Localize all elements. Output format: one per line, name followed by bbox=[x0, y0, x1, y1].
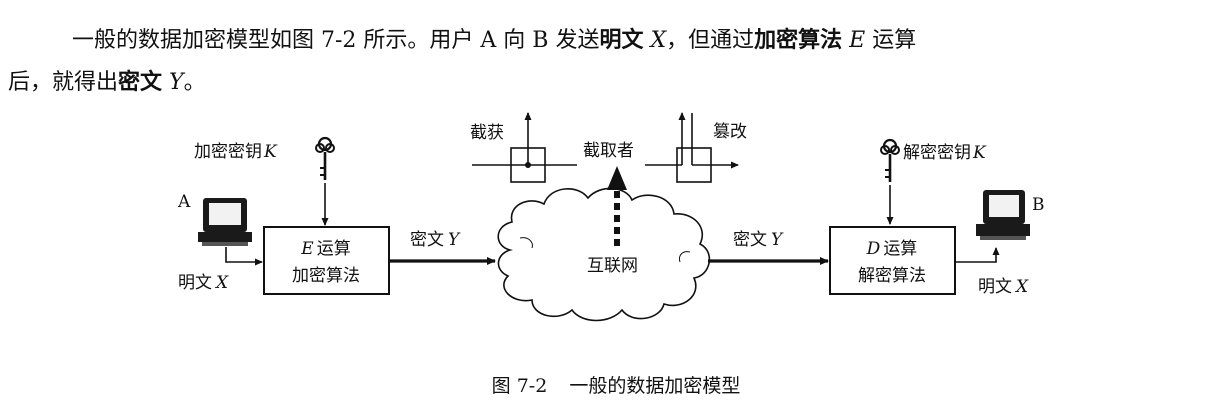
figure-caption: 图 7-2 一般的数据加密模型 bbox=[0, 371, 1232, 398]
computer-b-icon bbox=[976, 190, 1030, 240]
intercept-icon bbox=[472, 112, 577, 183]
tamper-label: 篡改 bbox=[713, 121, 747, 142]
encryption-box bbox=[263, 226, 390, 295]
bold-term-encryption-algorithm: 加密算法 bbox=[754, 28, 843, 53]
intercept-label: 截获 bbox=[470, 123, 504, 143]
interceptor-arrowhead bbox=[607, 166, 627, 190]
paragraph-line-2: 后，就得出密文 Y。 bbox=[8, 62, 206, 103]
internet-cloud bbox=[497, 187, 711, 322]
text-segment: 后，就得出 bbox=[8, 70, 119, 95]
figure-number: 图 7-2 bbox=[491, 375, 548, 397]
bold-term-plaintext: 明文 bbox=[599, 28, 644, 53]
plaintext-arrow-b bbox=[956, 247, 1000, 263]
user-a-label: A bbox=[177, 192, 191, 212]
text-segment: 。 bbox=[183, 70, 206, 95]
key-icon bbox=[880, 138, 900, 182]
tamper-icon bbox=[645, 112, 739, 183]
enc-box-subtitle: 加密算法 bbox=[292, 266, 360, 286]
text-segment: 一般的数据加密模型如图 7-2 所示。用户 A 向 B 发送 bbox=[72, 28, 600, 53]
var-e: E bbox=[842, 28, 866, 53]
dec-box-subtitle: 解密算法 bbox=[858, 266, 926, 286]
paragraph-line-1: 一般的数据加密模型如图 7-2 所示。用户 A 向 B 发送明文 X，但通过加密… bbox=[72, 20, 916, 61]
text-segment: 运算 bbox=[865, 28, 917, 53]
internet-label: 互联网 bbox=[587, 256, 638, 276]
plaintext-arrow-a bbox=[225, 247, 263, 266]
text-segment: ，但通过 bbox=[666, 28, 755, 53]
user-b-label: B bbox=[1032, 195, 1045, 215]
var-x: X bbox=[643, 28, 667, 53]
figure-title: 一般的数据加密模型 bbox=[569, 375, 741, 397]
var-y: Y bbox=[162, 70, 184, 95]
computer-a-icon bbox=[198, 198, 252, 246]
decryption-box bbox=[829, 226, 956, 295]
key-icon bbox=[315, 136, 335, 180]
interceptor-label: 截取者 bbox=[583, 141, 634, 161]
bold-term-ciphertext: 密文 bbox=[118, 70, 163, 95]
